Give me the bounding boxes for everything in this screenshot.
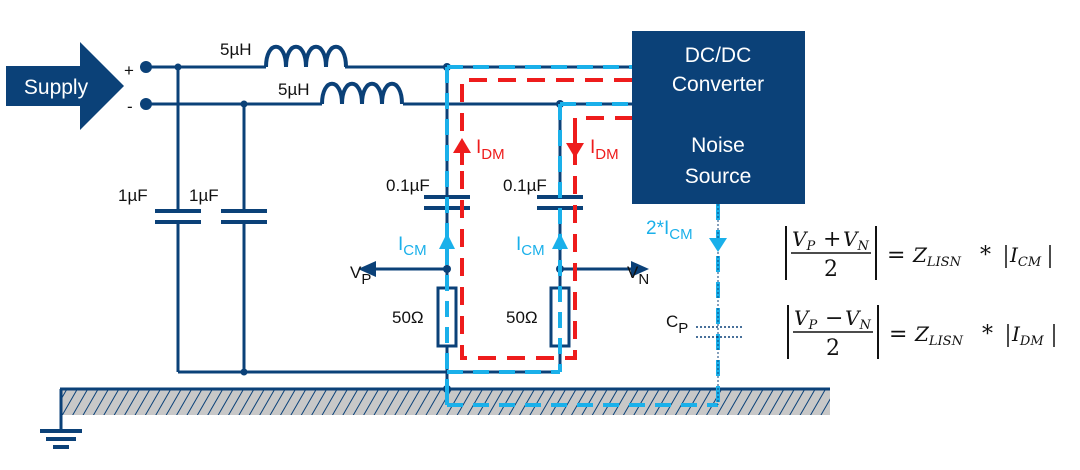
equation-dm: VP − VN 2 = ZLISN * IDM [787,305,1055,361]
vn-label: VN [627,263,649,288]
svg-text:=: = [887,243,905,268]
svg-text:*: * [982,322,993,347]
idm-right-label: IDM [590,137,619,163]
svg-text:ZLISN: ZLISN [914,322,964,349]
svg-text:−: − [825,306,843,331]
icm-total-arrow-icon [709,238,727,252]
capacitor-1uf-a-label: 1µF [118,186,148,205]
supply-arrow: Supply [6,42,124,130]
svg-text:VN: VN [845,306,871,333]
vn-arrow-icon [631,261,649,277]
svg-text:2: 2 [824,257,838,282]
minus-terminal-label: - [127,97,133,116]
svg-text:+: + [823,227,841,252]
parasitic-cap-label: CP [666,312,688,337]
idm-left-label: IDM [476,137,505,163]
svg-text:VP: VP [792,227,815,254]
inductor-bottom-label: 5µH [278,80,310,99]
earth-ground-icon [40,429,82,449]
icm-right-arrow-icon [552,233,568,249]
resistor-left-label: 50Ω [392,308,424,327]
idm-right-arrow-icon [566,143,584,158]
svg-text:VP: VP [794,306,817,333]
inductor-bottom [320,82,404,105]
icm-left-label: ICM [398,234,427,259]
converter-line2: Converter [672,73,764,96]
dm-current-path [460,78,632,360]
icm-right-label: ICM [516,234,545,259]
svg-text:IDM: IDM [1011,322,1044,349]
svg-text:ZLISN: ZLISN [912,243,962,270]
icm-left-arrow-icon [439,233,455,249]
resistor-right-label: 50Ω [506,308,538,327]
capacitor-lisn-right-label: 0.1µF [503,176,547,195]
svg-text:VN: VN [843,227,869,254]
capacitor-1uf-a [155,209,201,224]
capacitor-1uf-b [221,209,267,224]
converter-line3: Noise [691,134,745,157]
svg-text:*: * [980,243,991,268]
svg-text:ICM: ICM [1009,243,1042,270]
icm-total-label: 2*ICM [646,218,693,243]
vp-arrow-icon [358,261,376,277]
equation-cm: VP + VN 2 = ZLISN * ICM [785,226,1051,282]
supply-label: Supply [24,76,89,99]
capacitor-1uf-b-label: 1µF [189,186,219,205]
capacitor-lisn-left-label: 0.1µF [386,176,430,195]
inductor-top [264,45,348,68]
converter-line4: Source [685,165,752,188]
junction-dots [140,61,564,393]
svg-text:=: = [889,322,907,347]
dcdc-converter-block: DC/DC Converter Noise Source [632,31,805,204]
converter-line1: DC/DC [685,44,752,67]
svg-text:2: 2 [826,336,840,361]
plus-terminal-label: + [124,61,134,80]
vp-label: VP [350,263,371,288]
idm-left-arrow-icon [453,138,471,153]
inductor-top-label: 5µH [220,40,252,59]
